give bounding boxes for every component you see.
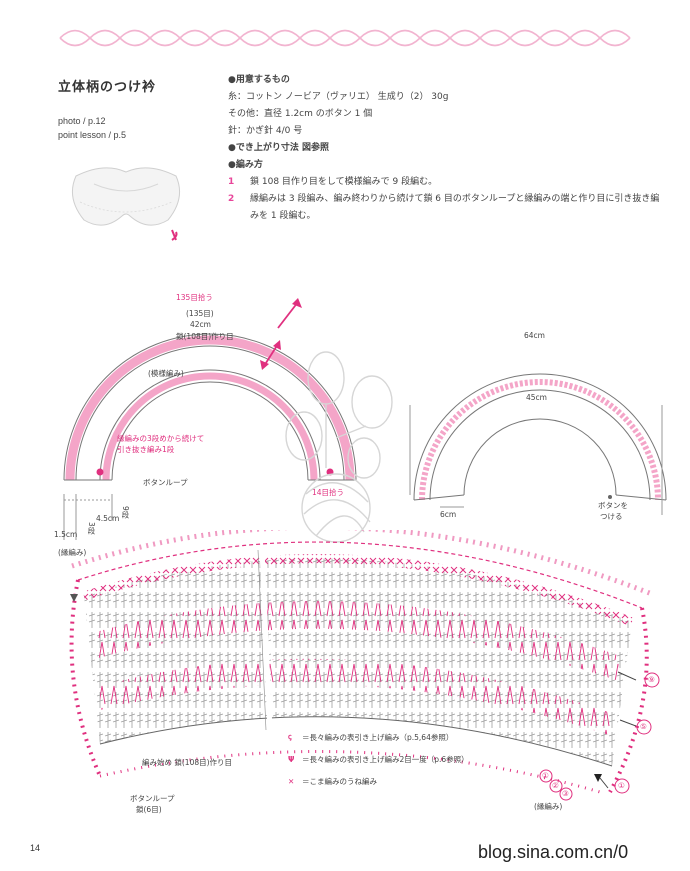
- hook-line: 針：かぎ針 4/0 号: [228, 126, 303, 136]
- legend-text: ＝長々編みの表引き上げ編み2目一度（p.6参照）: [302, 754, 469, 764]
- stitch-chart: [69, 530, 660, 801]
- edging-row-1: ①: [542, 771, 549, 780]
- attach-button-line-2: つける: [600, 512, 623, 521]
- left-schematic-diagram: [63, 298, 357, 540]
- dim-4-5cm: 4.5cm: [96, 514, 120, 523]
- top-ornament-border: [59, 29, 631, 47]
- inner-45cm: 45cm: [526, 393, 547, 402]
- step-text: 鎖 108 目作り目をして模様編みで 9 段編む。: [250, 177, 438, 187]
- method-heading: ●編み方: [228, 160, 263, 170]
- outer-64cm: 64cm: [524, 331, 545, 340]
- row-number-9: ⑨: [648, 675, 655, 684]
- finished-size-line: ●でき上がり寸法 図参照: [228, 143, 329, 153]
- other-materials-line: その他：直径 1.2cm のボタン 1 個: [228, 109, 373, 119]
- edging-label: (縁編み): [58, 548, 87, 557]
- legend-text: ＝長々編みの表引き上げ編み（p.5,64参照）: [302, 732, 454, 742]
- chart-button-loop-chain: 鎖(6目): [136, 805, 162, 814]
- row-number-5: ⑤: [640, 722, 647, 731]
- yarn-line: 糸：コットン ノービア（ヴァリエ） 生成り（2） 30g: [228, 92, 449, 102]
- row-number-1: ①: [618, 781, 625, 790]
- edging-note-line-1: 縁編みの3段めから続けて: [117, 434, 205, 443]
- blog-watermark: blog.sina.com.cn/0: [478, 842, 629, 862]
- instructions-block: ●用意するもの 糸：コットン ノービア（ヴァリエ） 生成り（2） 30g その他…: [228, 72, 668, 225]
- legend-row: ꞔ ＝長々編みの表引き上げ編み（p.5,64参照）: [288, 726, 469, 748]
- step-2: 2 縁編みは 3 段編み、編み終わりから続けて鎖 6 目のボタンループと縁編みの…: [228, 191, 668, 225]
- materials-heading: ●用意するもの: [228, 75, 290, 85]
- point-lesson-reference: point lesson / p.5: [58, 130, 127, 140]
- page-title: 立体柄のつけ衿: [58, 80, 157, 95]
- front-post-tr2tog-symbol: Ψ: [288, 754, 295, 764]
- chart-edging-label: (縁編み): [534, 802, 563, 811]
- edging-row-2: ②: [552, 781, 559, 790]
- outer-pickup-count: 135目拾う: [176, 293, 213, 302]
- width-42cm: 42cm: [190, 320, 211, 329]
- edging-note-line-2: 引き抜き編み1段: [117, 445, 175, 454]
- edging-row-3: ③: [562, 789, 569, 798]
- step-1: 1 鎖 108 目作り目をして模様編みで 9 段編む。: [228, 174, 668, 191]
- legend-row: ✕ ＝こま編みのうね編み: [288, 770, 469, 792]
- legend-text: ＝こま編みのうね編み: [302, 776, 377, 786]
- stitch-legend: ꞔ ＝長々編みの表引き上げ編み（p.5,64参照） Ψ ＝長々編みの表引き上げ編…: [288, 726, 469, 792]
- sc-back-loop-symbol: ✕: [288, 776, 295, 786]
- chain-foundation-label: 鎖(108目)作り目: [176, 332, 234, 341]
- button-loop-label: ボタンループ: [143, 478, 188, 487]
- pickup-14-stitches: 14目拾う: [312, 488, 345, 497]
- step-number: 2: [228, 194, 235, 204]
- chart-start-chain-label: 編み始め 鎖(108目)作り目: [142, 758, 233, 767]
- chart-button-loop-label: ボタンループ: [130, 794, 175, 803]
- rows-3: 3段: [87, 522, 96, 535]
- dim-6cm: 6cm: [440, 510, 457, 519]
- pattern-stitch-label: (模様編み): [148, 369, 184, 378]
- yarn-ball-watermark: [285, 351, 393, 543]
- step-number: 1: [228, 177, 235, 187]
- legend-row: Ψ ＝長々編みの表引き上げ編み2目一度（p.6参照）: [288, 748, 469, 770]
- rows-9: 9段: [121, 506, 130, 519]
- page-number: 14: [30, 843, 41, 853]
- front-post-tr-symbol: ꞔ: [288, 732, 292, 741]
- collar-photo-thumbnail: [71, 167, 181, 241]
- photo-reference: photo / p.12: [58, 116, 106, 126]
- dim-1-5cm: 1.5cm: [54, 530, 78, 539]
- step-text: 縁編みは 3 段編み、編み終わりから続けて鎖 6 目のボタンループと縁編みの端と…: [250, 194, 660, 221]
- inner-stitch-count: (135目): [186, 309, 214, 318]
- attach-button-line-1: ボタンを: [598, 501, 628, 510]
- right-schematic-diagram: [409, 373, 667, 515]
